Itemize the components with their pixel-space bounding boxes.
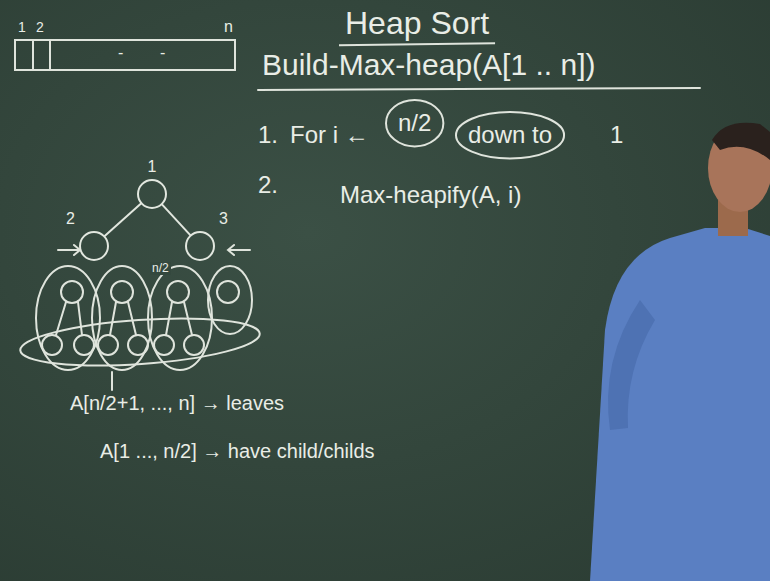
procedure-heading: Build-Max-heap(A[1 .. n]) bbox=[262, 48, 595, 81]
heap-node: 1 bbox=[130, 158, 174, 210]
code-text: Max-heapify(A, i) bbox=[340, 182, 521, 208]
hair bbox=[712, 123, 770, 160]
index-label: 2 bbox=[36, 20, 44, 35]
heap-node: 3 bbox=[184, 210, 228, 262]
code-text: For i ← bbox=[290, 122, 369, 148]
emphasis-circle bbox=[386, 100, 443, 146]
underline bbox=[339, 43, 495, 45]
lecturer bbox=[590, 123, 770, 581]
leaf-node bbox=[74, 335, 94, 355]
shirt bbox=[590, 228, 770, 581]
code-text: down to bbox=[468, 122, 552, 148]
node-outline bbox=[130, 178, 174, 210]
leaf-node bbox=[98, 335, 118, 355]
heap-node bbox=[167, 281, 189, 303]
subtree-circle bbox=[92, 266, 152, 370]
node-outline bbox=[184, 230, 228, 262]
subtree-circle bbox=[36, 266, 100, 370]
step-number: 2. bbox=[258, 172, 278, 198]
array-cell bbox=[49, 40, 51, 70]
heap-node bbox=[217, 281, 239, 303]
node-number: 1 bbox=[130, 158, 174, 176]
leaf-node bbox=[42, 335, 62, 355]
pointer-line bbox=[111, 372, 113, 390]
heap-node bbox=[111, 281, 133, 303]
tree-edge bbox=[161, 204, 190, 235]
tree-edge bbox=[110, 302, 116, 335]
underline bbox=[258, 88, 700, 90]
leaf-node bbox=[154, 335, 174, 355]
array-box bbox=[15, 40, 235, 70]
array-mark: - bbox=[118, 44, 123, 62]
note-text: A[n/2+1, ..., n] → leaves bbox=[70, 392, 284, 414]
index-label: n bbox=[224, 18, 233, 36]
node-circle bbox=[186, 232, 214, 260]
tree-edge bbox=[128, 302, 136, 335]
emphasis-circle bbox=[456, 112, 564, 158]
pointer-arrow bbox=[228, 245, 250, 255]
node-number: 2 bbox=[66, 210, 110, 228]
heap-node bbox=[61, 281, 83, 303]
node-number: 3 bbox=[184, 210, 228, 228]
tree-edge bbox=[104, 203, 141, 236]
node-circle bbox=[80, 232, 108, 260]
node-outline bbox=[66, 230, 110, 262]
arm bbox=[608, 300, 655, 430]
pointer-arrow bbox=[58, 245, 80, 255]
title: Heap Sort bbox=[345, 6, 489, 41]
array-mark: - bbox=[160, 44, 165, 62]
code-text: n/2 bbox=[398, 110, 431, 136]
leaves-circle bbox=[19, 312, 261, 373]
tree-edge bbox=[78, 302, 82, 335]
note-text: A[1 ..., n/2] → have child/childs bbox=[100, 440, 375, 462]
node-circle bbox=[138, 180, 166, 208]
step-number: 1. bbox=[258, 122, 278, 148]
leaf-node bbox=[184, 335, 204, 355]
note-text: n/2 bbox=[150, 262, 171, 275]
index-label: 1 bbox=[18, 20, 26, 35]
array-cell bbox=[32, 40, 34, 70]
heap-node: 2 bbox=[66, 210, 110, 262]
code-text: 1 bbox=[610, 122, 623, 148]
